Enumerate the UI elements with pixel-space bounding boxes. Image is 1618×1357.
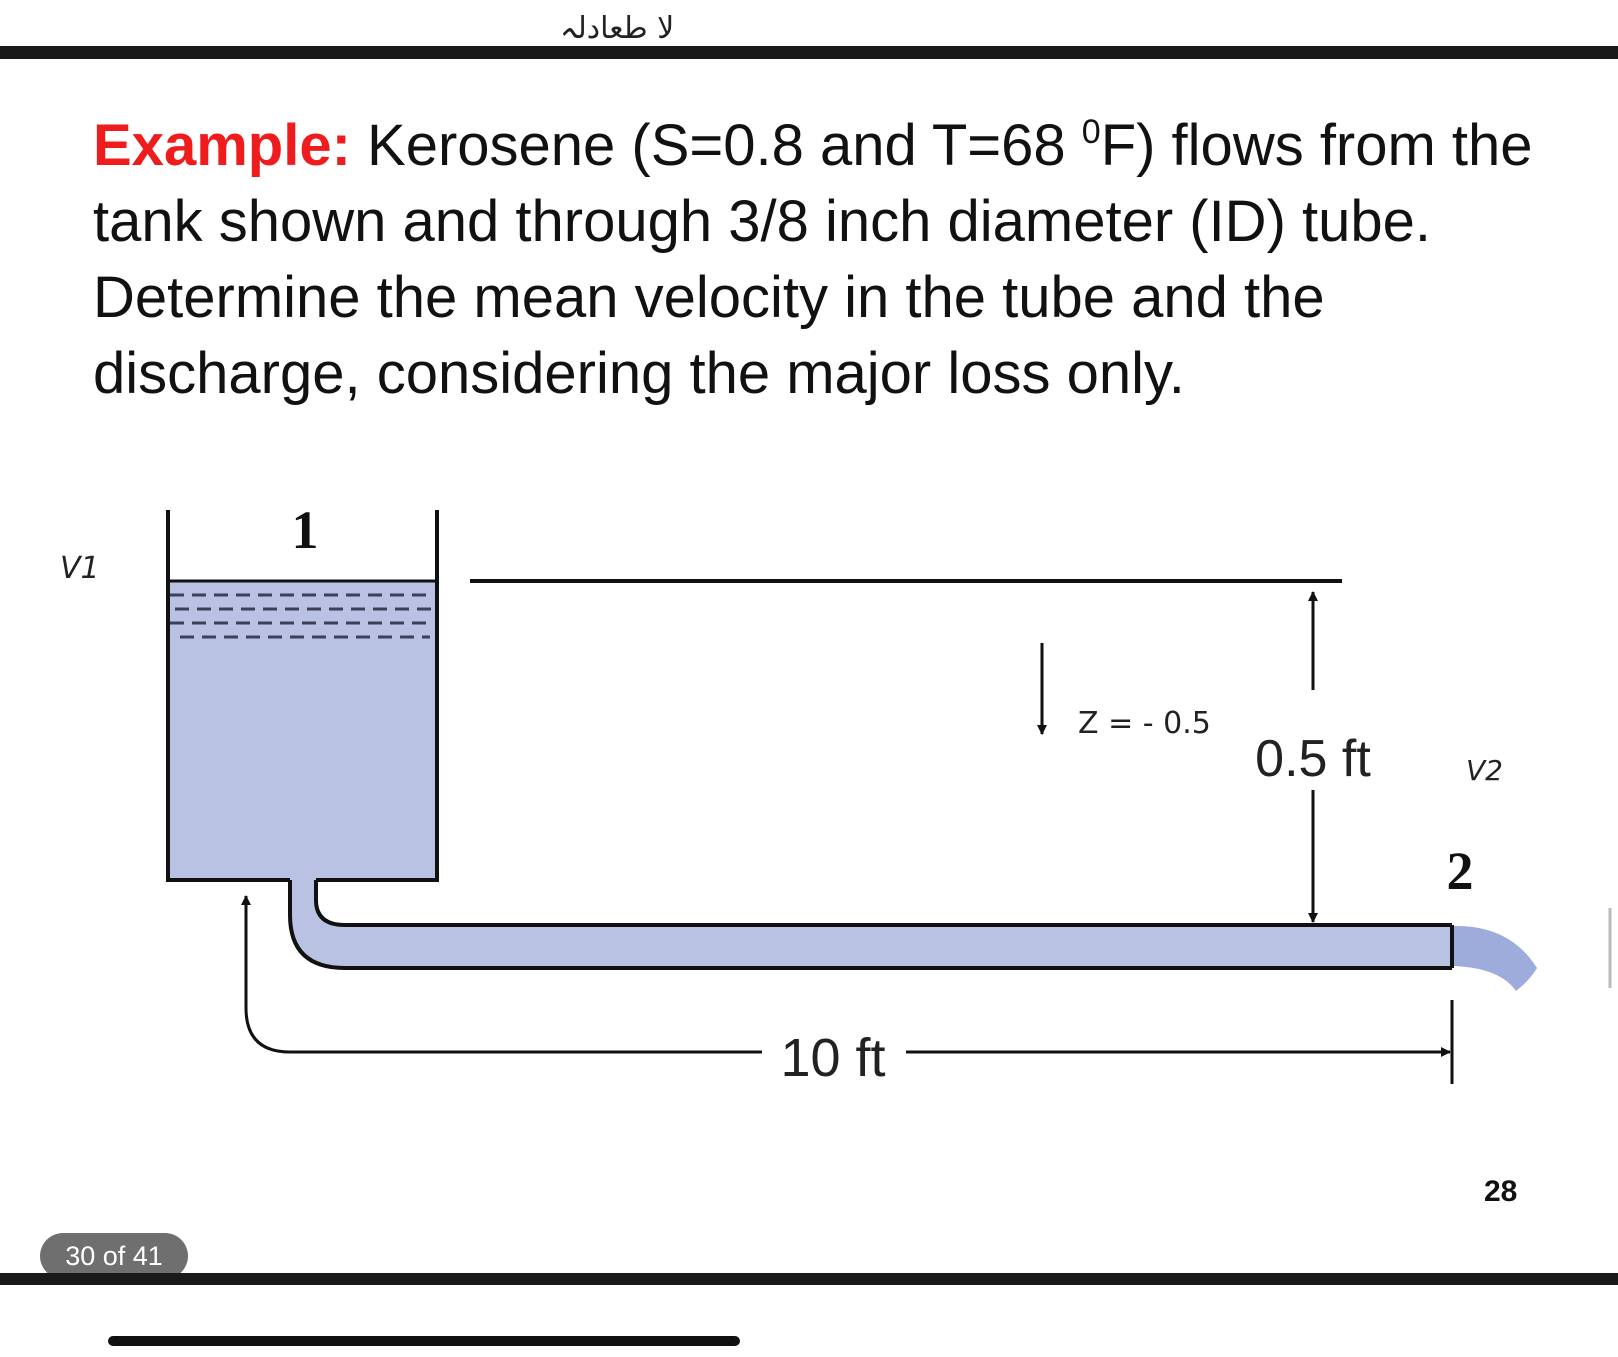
next-page-peek-bar [108,1336,740,1346]
problem-text-start: Kerosene (S=0.8 and T=68 [350,113,1082,178]
tank-fluid [168,580,436,880]
top-divider [0,46,1618,59]
tank-wall-right [316,510,439,882]
length-arrow-left [241,895,762,1054]
handwritten-v2: V2 [1466,754,1503,787]
degree-superscript: 0 [1081,113,1101,151]
surface-hatching [170,593,434,639]
point-2-label: 2 [1447,841,1474,901]
outlet-jet [1454,925,1537,991]
handwritten-v1: V1 [60,551,100,586]
pipe-bottom-wall [288,880,1452,970]
pipe-fluid [290,878,1452,968]
problem-text-end: F) flows from the tank shown and through… [93,113,1533,406]
point-1-label: 1 [292,500,319,560]
length-label: 10 ft [780,1028,885,1088]
tank-wall-left [166,510,290,882]
bottom-divider [0,1273,1618,1285]
page-indicator-badge: 30 of 41 [40,1233,188,1279]
handwritten-header-note: لا طعادلہ [560,11,674,46]
example-keyword: Example: [93,113,351,178]
pipe-top-wall [314,880,1452,927]
height-label: 0.5 ft [1255,730,1371,788]
slide-number: 28 [1484,1175,1518,1208]
handwritten-z: Z = - 0.5 [1078,706,1211,741]
problem-statement: Example: Kerosene (S=0.8 and T=68 0F) fl… [93,108,1543,412]
